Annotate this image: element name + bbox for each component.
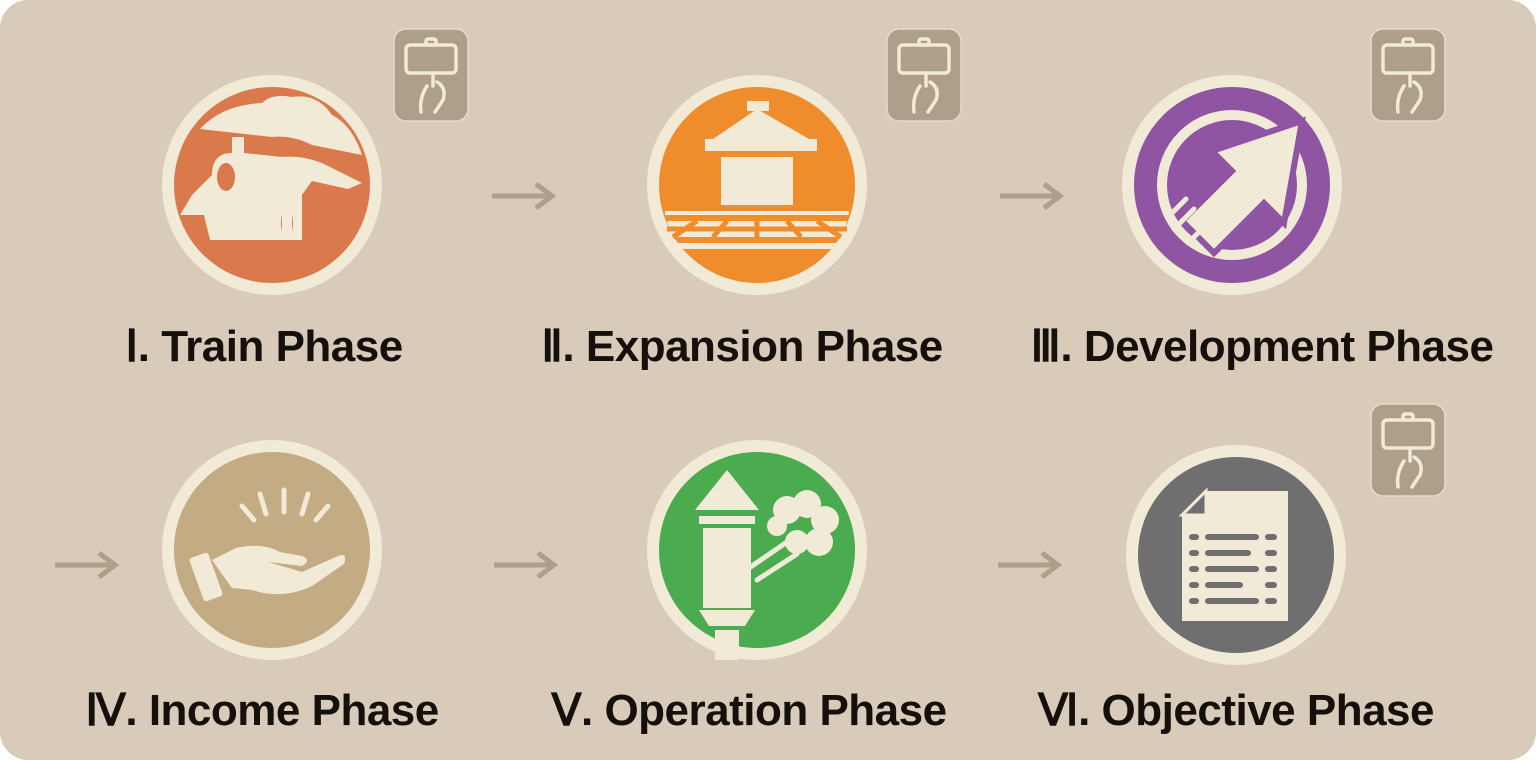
phase-objective-circle (1116, 435, 1356, 675)
phase-numeral: Ⅵ. (1038, 686, 1090, 735)
phase-train-circle (152, 65, 392, 305)
phase-name: Development Phase (1083, 322, 1494, 371)
hand-card-icon (886, 28, 962, 122)
arrow-up-right-icon (1122, 75, 1342, 295)
phase-name: Income Phase (148, 686, 439, 735)
phase-operation-label: Ⅴ. Operation Phase (489, 686, 1009, 736)
phase-name: Operation Phase (604, 686, 947, 735)
phase-train-label: Ⅰ. Train Phase (4, 322, 524, 372)
hand-card-icon (1370, 403, 1446, 497)
hand-card-icon (393, 28, 469, 122)
document-icon (1126, 445, 1346, 665)
phase-numeral: Ⅲ. (1030, 322, 1073, 371)
arrow-right-icon (494, 550, 559, 580)
phase-numeral: Ⅴ. (551, 686, 593, 735)
phase-expansion-label: Ⅱ. Expansion Phase (482, 322, 1002, 372)
phase-development-label: Ⅲ. Development Phase (1002, 322, 1522, 372)
phase-name: Train Phase (161, 322, 403, 371)
phase-income-label: Ⅳ. Income Phase (2, 686, 522, 736)
phase-development-circle (1112, 65, 1352, 305)
arrow-right-icon (1000, 181, 1065, 211)
phase-numeral: Ⅱ. (541, 322, 575, 371)
arrow-right-icon (55, 550, 120, 580)
phase-expansion-circle (637, 65, 877, 305)
arrow-right-icon (998, 550, 1063, 580)
station-icon (647, 75, 867, 295)
phase-name: Objective Phase (1101, 686, 1435, 735)
steam-locomotive-icon (162, 75, 382, 295)
phase-name: Expansion Phase (585, 322, 943, 371)
phase-numeral: Ⅰ. (125, 322, 150, 371)
phase-objective-label: Ⅵ. Objective Phase (976, 686, 1496, 736)
hand-receiving-icon (162, 440, 382, 660)
phase-numeral: Ⅳ. (85, 686, 138, 735)
arrow-right-icon (492, 181, 557, 211)
hand-card-icon (1370, 28, 1446, 122)
phase-operation-circle (637, 430, 877, 670)
smokestack-icon (647, 440, 867, 660)
phase-income-circle (152, 430, 392, 670)
